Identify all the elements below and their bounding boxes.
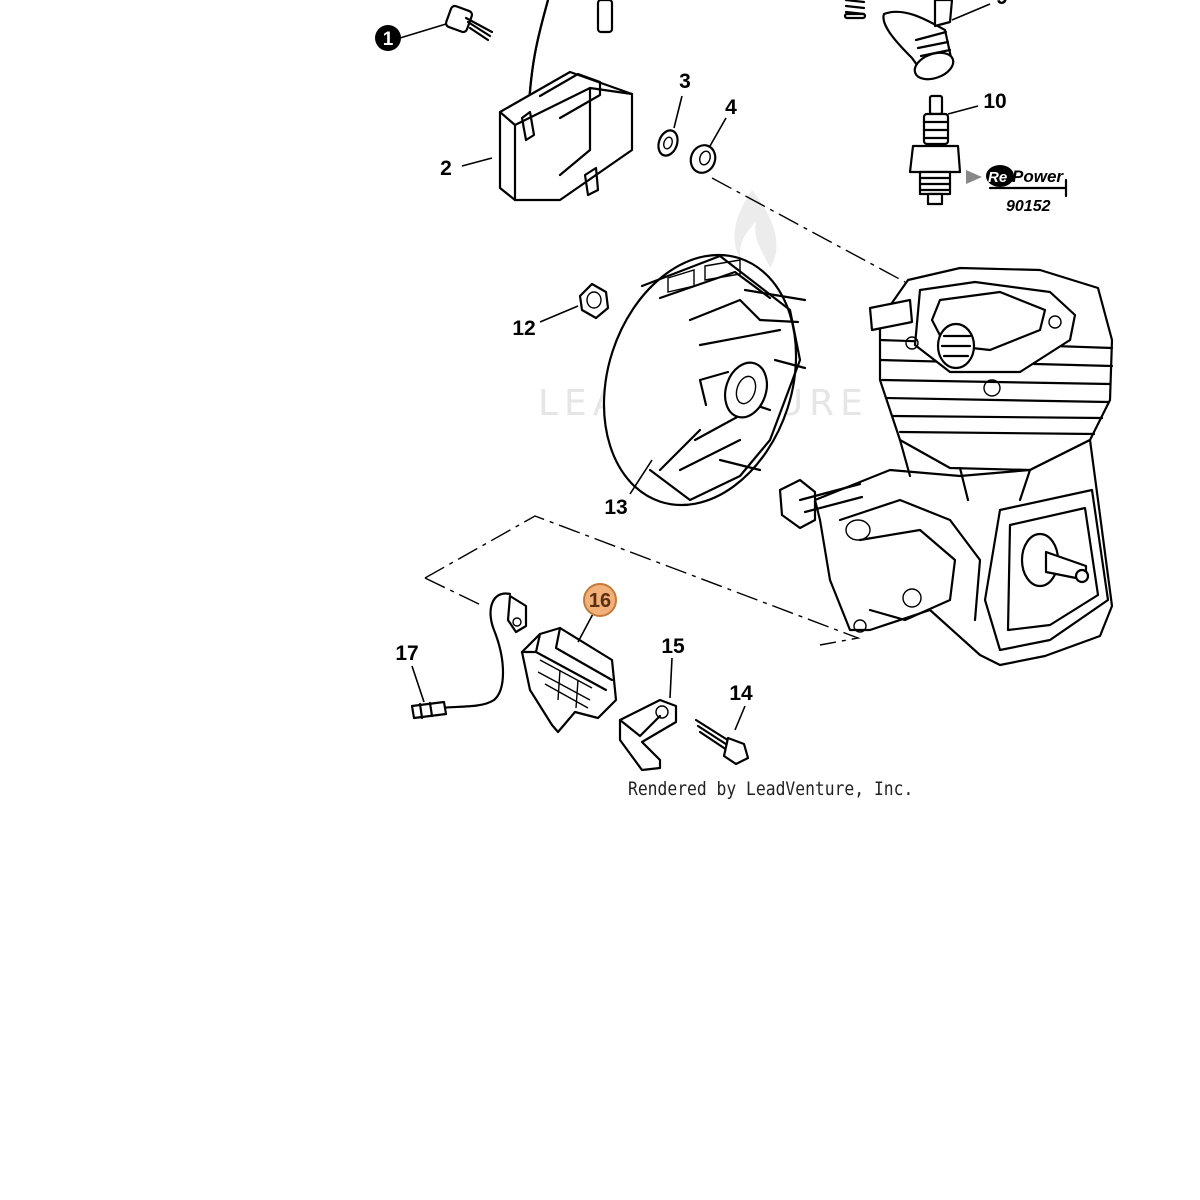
callout-1[interactable]: 1 [375,25,401,51]
part-spark-plug-boot[interactable] [882,0,956,84]
part-spark-plug[interactable] [908,94,962,206]
callout-13[interactable]: 13 [604,496,627,519]
part-screw-1[interactable] [444,4,494,42]
callout-4[interactable]: 4 [725,96,737,119]
callout-10[interactable]: 10 [983,90,1006,113]
brand-part-number: 90152 [1006,198,1051,215]
part-bracket-15[interactable] [618,698,678,772]
brand-prefix: Re [988,169,1007,186]
part-crankcase[interactable] [778,438,1114,667]
part-screw-14[interactable] [694,718,750,766]
callout-16-label: 16 [589,590,611,612]
part-nut-4[interactable] [687,142,719,177]
leader-lines [399,3,991,731]
brand-name: Power [1012,167,1064,186]
part-wire-17[interactable] [410,592,528,720]
part-washer-3[interactable] [655,128,681,159]
part-ignition-module-16[interactable] [520,626,618,734]
callout-16-highlighted[interactable]: 16 [583,583,617,617]
callout-2[interactable]: 2 [440,157,452,180]
callout-12[interactable]: 12 [512,317,535,340]
render-credit: Rendered by LeadVenture, Inc. [628,778,914,800]
part-flywheel[interactable] [573,230,827,530]
part-spring[interactable] [843,0,867,20]
callout-15[interactable]: 15 [661,635,685,658]
part-ignition-coil[interactable] [498,0,634,202]
part-flywheel-nut[interactable] [578,282,610,320]
assembly-lines [424,177,906,646]
callout-17[interactable]: 17 [395,642,418,665]
callout-14[interactable]: 14 [729,682,753,705]
callout-3[interactable]: 3 [679,70,691,93]
callout-9[interactable]: 9 [996,0,1008,9]
repower-badge: Re Power 90152 [966,165,1068,215]
callout-1-label: 1 [383,29,394,50]
part-engine-cylinder[interactable] [868,266,1114,472]
